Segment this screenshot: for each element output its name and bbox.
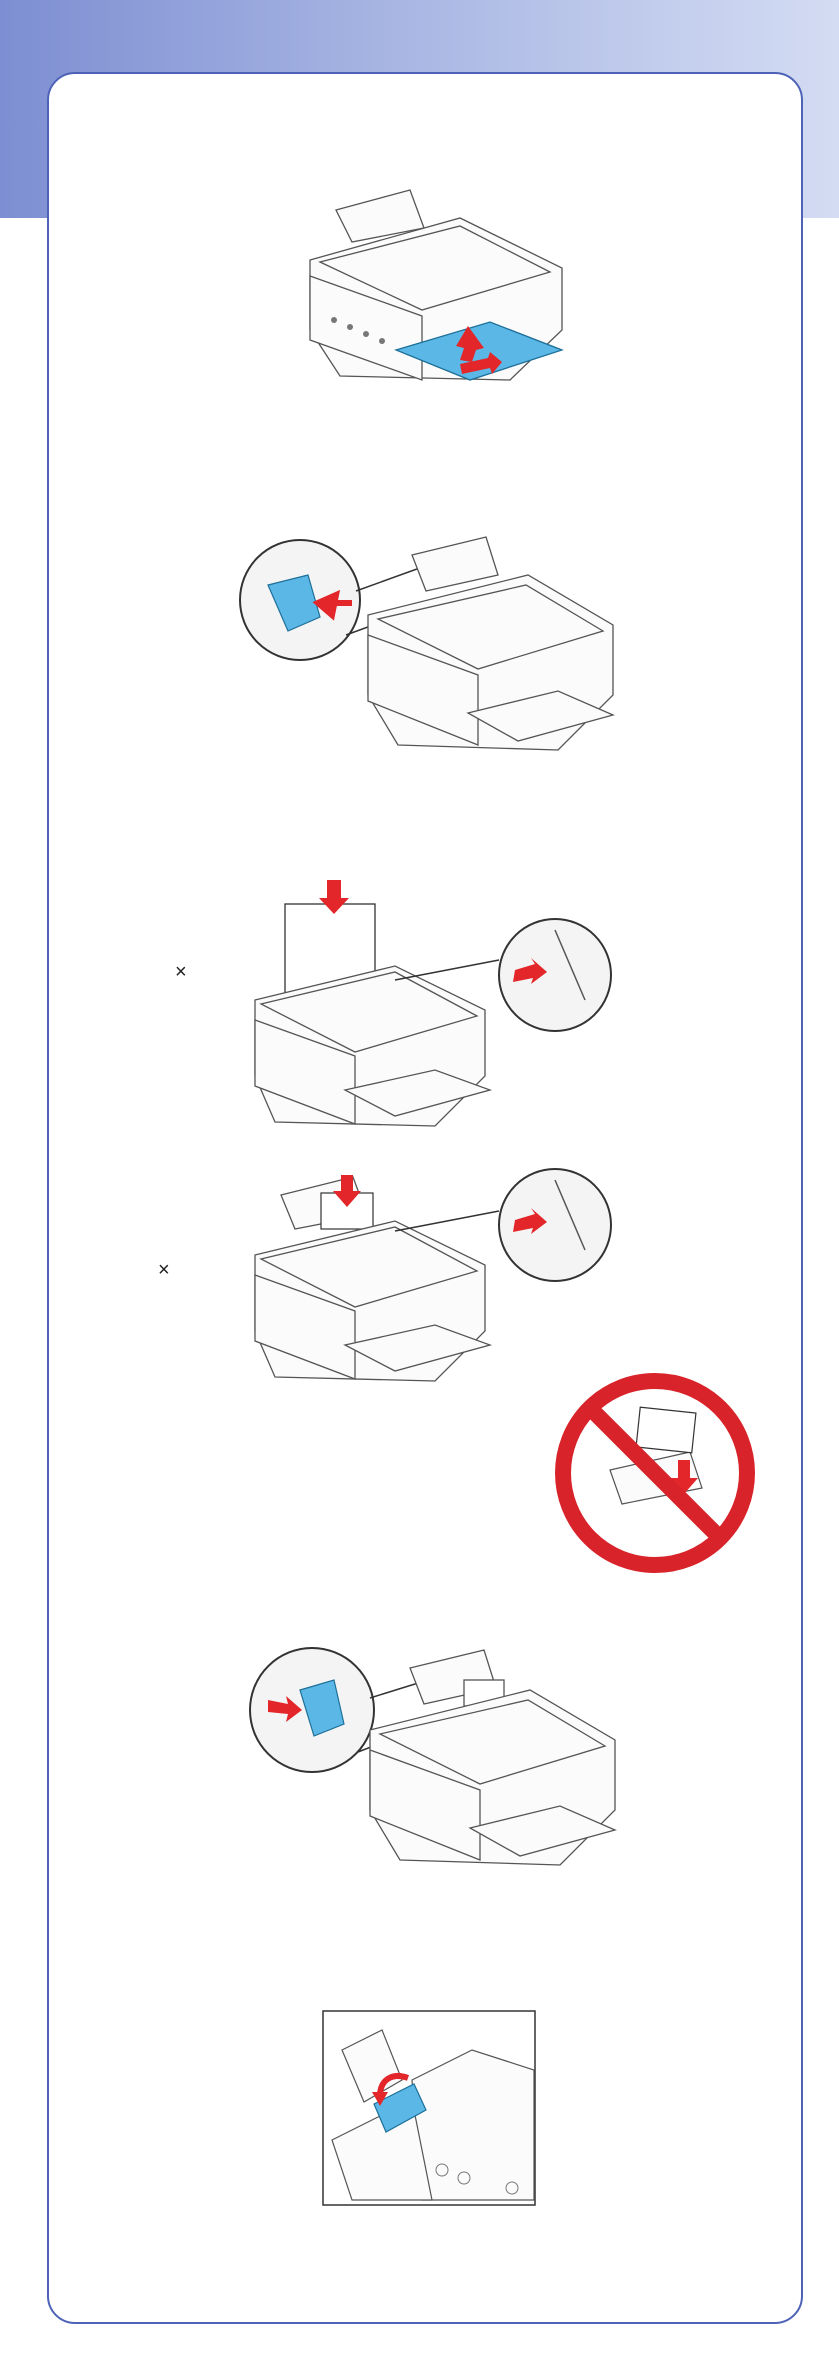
figure-load-paper-portrait: [245, 880, 615, 1130]
figure-do-not-load-sideways: [552, 1370, 758, 1576]
figure-load-paper-landscape: [245, 1155, 615, 1390]
figure-extend-output-tray: [300, 180, 570, 400]
figure-slide-guide-against-paper: [240, 1640, 620, 1880]
multiply-mark: ×: [175, 962, 187, 982]
figure-slide-edge-guide: [228, 535, 618, 760]
multiply-mark: ×: [158, 1260, 170, 1280]
figure-feeder-guard: [322, 2010, 536, 2206]
